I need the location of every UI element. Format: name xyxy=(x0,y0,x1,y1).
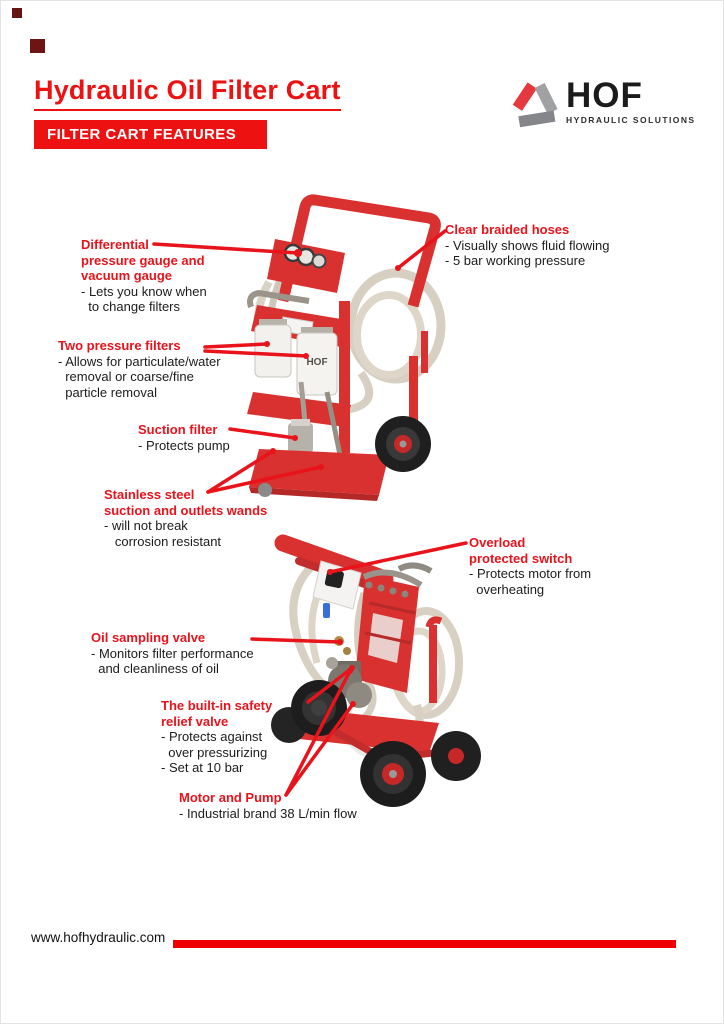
logo-wordmark: HOF xyxy=(566,76,643,115)
small-gauge xyxy=(311,253,327,269)
rear-hook-post xyxy=(429,625,437,703)
annotation-motor-and-pump: Motor and Pump - Industrial brand 38 L/m… xyxy=(179,790,357,821)
oil-sampling-valve-fitting xyxy=(334,636,344,646)
annotation-overload-switch: Overload protected switch - Protects mot… xyxy=(469,535,592,597)
section-banner: FILTER CART FEATURES xyxy=(34,120,267,149)
blue-valve-handle xyxy=(323,603,330,618)
filter-brand-label: HOF xyxy=(306,357,327,368)
annotation-suction-filter: Suction filter - Protects pump xyxy=(138,422,230,453)
annotation-two-pressure-filters: Two pressure filters - Allows for partic… xyxy=(58,338,221,400)
corner-mark-2 xyxy=(30,39,45,53)
annotation-differential-gauge: Differential pressure gauge and vacuum g… xyxy=(81,237,207,314)
annotation-oil-sampling-valve: Oil sampling valve - Monitors filter per… xyxy=(91,630,254,676)
annotation-clear-braided-hoses: Clear braided hoses - Visually shows flu… xyxy=(445,222,610,268)
cart-handle xyxy=(277,194,441,308)
annotation-stainless-wands: Stainless steel suction and outlets wand… xyxy=(104,487,268,549)
logo-tagline: HYDRAULIC SOLUTIONS xyxy=(566,115,696,125)
pressure-filters: HOF xyxy=(254,319,338,396)
page-title: Hydraulic Oil Filter Cart xyxy=(34,75,341,111)
corner-mark-1 xyxy=(12,8,22,18)
footer-website-link[interactable]: www.hofhydraulic.com xyxy=(31,930,166,945)
suction-filter-canister xyxy=(288,423,313,453)
annotation-safety-relief-valve: The built-in safety relief valve - Prote… xyxy=(161,698,273,775)
overload-switch-button xyxy=(324,569,344,589)
footer-red-bar xyxy=(173,940,676,948)
company-logo: HOF HYDRAULIC SOLUTIONS xyxy=(509,76,696,130)
filter-cart-photo-front: HOF xyxy=(247,194,446,501)
cart-frame xyxy=(277,194,441,453)
hof-logo-icon xyxy=(512,82,558,128)
rear-frame xyxy=(355,562,443,703)
vacuum-gauge xyxy=(296,247,316,267)
